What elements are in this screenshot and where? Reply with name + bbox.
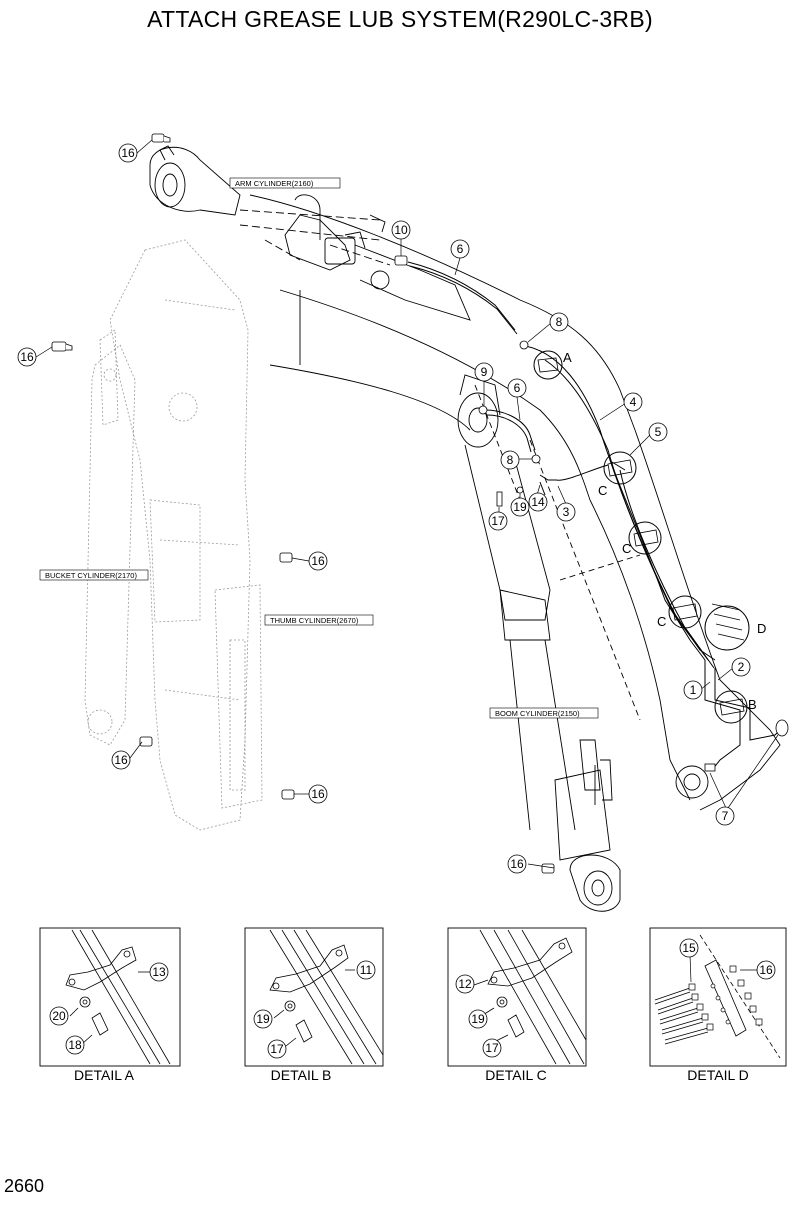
callout-10: 10 xyxy=(394,223,408,237)
bucket-cylinder-label: BUCKET CYLINDER(2170) xyxy=(45,571,137,580)
callout-17: 17 xyxy=(491,514,505,528)
detail-b-callout-17: 17 xyxy=(270,1042,284,1056)
callout-16-top: 16 xyxy=(121,146,135,160)
detail-d-callout-16: 16 xyxy=(759,963,773,977)
detail-d-caption: DETAIL D xyxy=(687,1067,748,1083)
grease-fittings xyxy=(51,133,789,874)
cylinder-label-boxes xyxy=(39,177,599,719)
thumb-cylinder-label: THUMB CYLINDER(2670) xyxy=(270,616,359,625)
detail-letter-c-3: C xyxy=(657,614,666,629)
callout-14: 14 xyxy=(531,495,545,509)
detail-a-callout-18: 18 xyxy=(68,1038,82,1052)
detail-c-caption: DETAIL C xyxy=(485,1067,546,1083)
callout-8-mid: 8 xyxy=(507,453,514,467)
detail-b-callout-19: 19 xyxy=(256,1012,270,1026)
callout-6-top: 6 xyxy=(457,242,464,256)
detail-c-callout-19: 19 xyxy=(471,1012,485,1026)
attachment-linkage-ghost xyxy=(84,239,263,831)
detail-c-panel: 12 19 17 DETAIL C xyxy=(447,927,587,1083)
arm-cylinder-label: ARM CYLINDER(2160) xyxy=(235,179,314,188)
callout-9: 9 xyxy=(481,365,488,379)
detail-d-callout-15: 15 xyxy=(682,941,696,955)
detail-letter-d: D xyxy=(757,621,766,636)
callout-7: 7 xyxy=(722,809,729,823)
grease-lines xyxy=(407,261,781,771)
callout-16-low2: 16 xyxy=(311,787,325,801)
detail-c-callout-12: 12 xyxy=(458,977,472,991)
detail-b-callout-11: 11 xyxy=(360,963,373,977)
callout-2: 2 xyxy=(738,660,745,674)
detail-a-callout-13: 13 xyxy=(152,965,166,979)
callout-16-low: 16 xyxy=(114,753,128,767)
detail-letter-a: A xyxy=(563,350,572,365)
detail-marker-circles xyxy=(533,350,750,724)
callout-3: 3 xyxy=(563,505,570,519)
callout-8-top: 8 xyxy=(556,315,563,329)
detail-b-panel: 11 19 17 DETAIL B xyxy=(244,927,384,1083)
detail-d-panel: 15 16 DETAIL D xyxy=(649,927,787,1083)
detail-a-panel: 13 20 18 DETAIL A xyxy=(39,927,181,1083)
callout-5: 5 xyxy=(655,425,662,439)
detail-letter-c-1: C xyxy=(598,483,607,498)
callout-16-boom: 16 xyxy=(510,857,524,871)
detail-b-caption: DETAIL B xyxy=(271,1067,332,1083)
callout-4: 4 xyxy=(630,395,637,409)
detail-letter-c-2: C xyxy=(622,541,631,556)
arm-cylinder-head xyxy=(284,194,471,321)
detail-a-caption: DETAIL A xyxy=(74,1067,135,1083)
boom-structure xyxy=(457,374,621,912)
callout-circles xyxy=(17,143,751,874)
detail-marker-clamps xyxy=(537,357,745,716)
callout-19: 19 xyxy=(513,500,527,514)
page-title: ATTACH GREASE LUB SYSTEM(R290LC-3RB) xyxy=(147,6,653,32)
callout-16-mid: 16 xyxy=(311,554,325,568)
boom-cylinder-label: BOOM CYLINDER(2150) xyxy=(495,709,580,718)
arm-cylinder-rod-end xyxy=(149,145,241,216)
leader-lines xyxy=(35,139,779,869)
detail-letter-b: B xyxy=(748,697,757,712)
callout-16-left: 16 xyxy=(20,350,34,364)
detail-a-callout-20: 20 xyxy=(52,1009,66,1023)
detail-c-callout-17: 17 xyxy=(485,1041,499,1055)
page-number: 2660 xyxy=(4,1176,45,1196)
callout-6-mid: 6 xyxy=(514,381,521,395)
callout-1: 1 xyxy=(690,683,697,697)
